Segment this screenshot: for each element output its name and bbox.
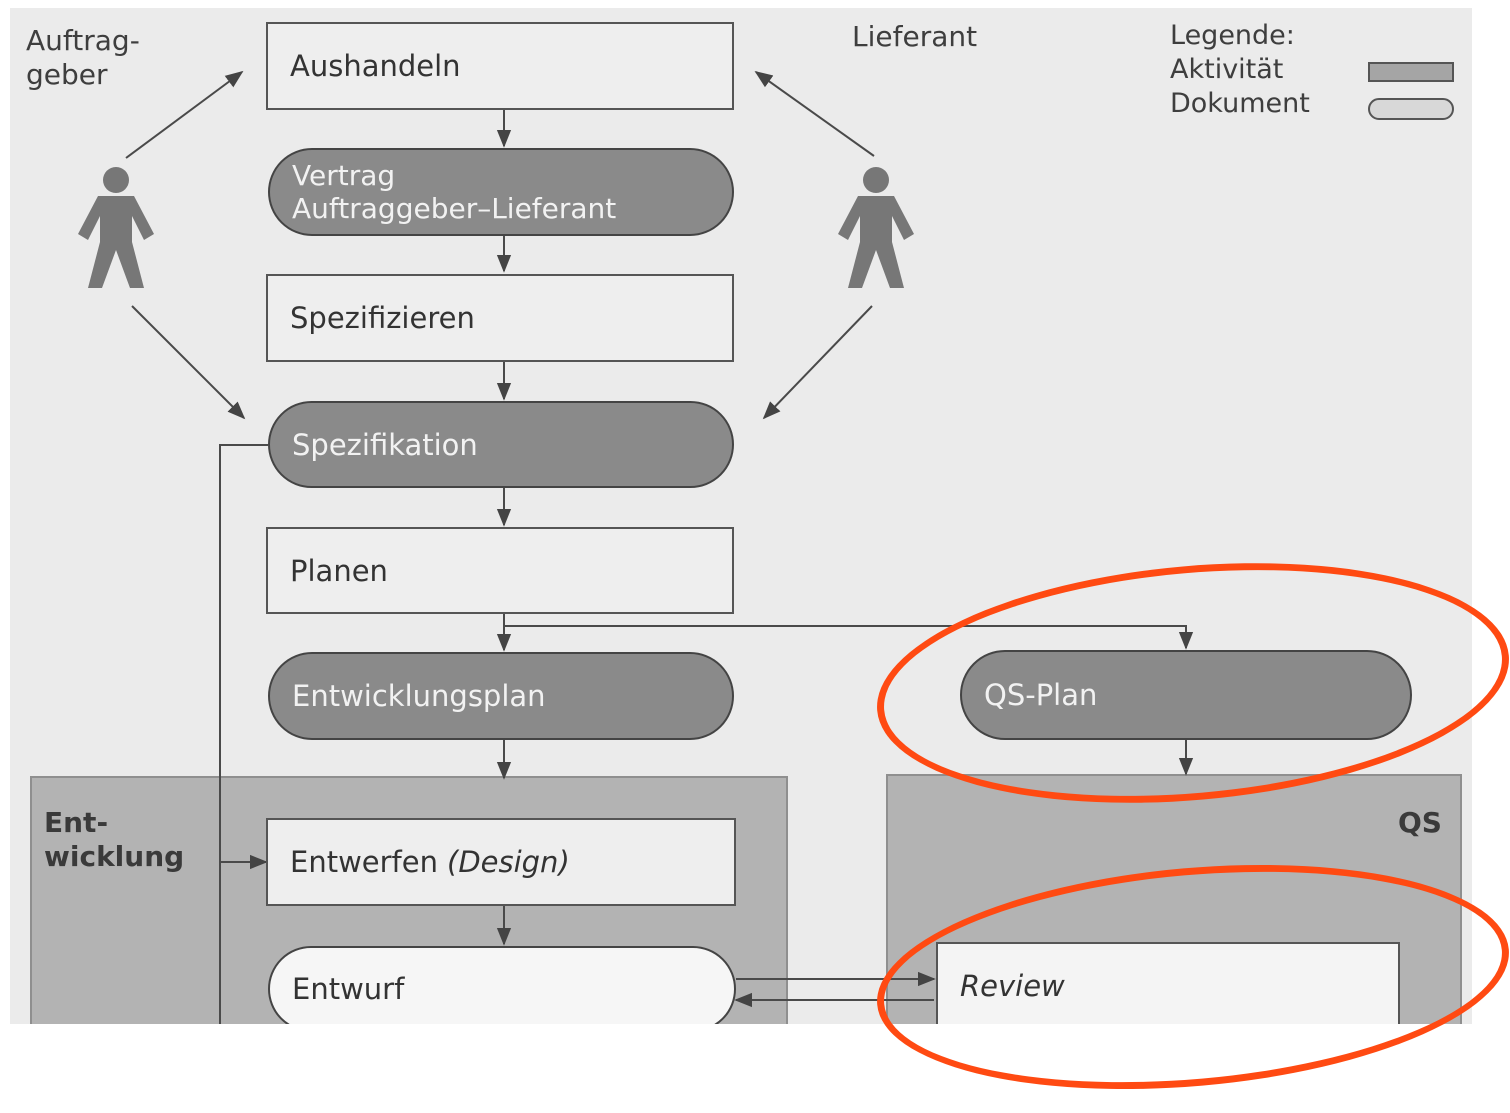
diagram-scan: Ent- wicklung QS — [10, 8, 1472, 1024]
person-icon-client — [78, 167, 154, 288]
activity-plan: Planen — [266, 527, 734, 614]
activity-design: Entwerfen (Design) — [266, 818, 736, 906]
legend-title: Legende: — [1170, 20, 1295, 51]
activity-review-label: Review — [960, 969, 1065, 1003]
document-contract-line1: Vertrag — [292, 158, 396, 192]
document-qs-plan-label: QS-Plan — [984, 678, 1098, 712]
document-contract: Vertrag Auftraggeber–Lieferant — [268, 148, 734, 236]
document-qs-plan: QS-Plan — [960, 650, 1412, 740]
document-contract-line2: Auftraggeber–Lieferant — [292, 192, 617, 225]
person-icon-supplier — [838, 167, 914, 288]
activity-review: Review — [936, 942, 1400, 1024]
document-specification: Spezifikation — [268, 401, 734, 488]
legend-document-label: Dokument — [1170, 88, 1310, 119]
activity-specify: Spezifizieren — [266, 274, 734, 362]
legend-activity-swatch — [1368, 62, 1454, 82]
region-qs-label: QS — [1398, 806, 1442, 839]
region-development-label: Ent- wicklung — [44, 806, 185, 873]
document-dev-plan: Entwicklungsplan — [268, 652, 734, 740]
connector-lines — [125, 70, 1194, 1024]
activity-design-suffix: (Design) — [447, 845, 570, 879]
supplier-label: Lieferant — [852, 20, 978, 53]
document-draft: Entwurf — [268, 946, 736, 1024]
legend-document-swatch — [1368, 98, 1454, 120]
legend-activity-label: Aktivität — [1170, 54, 1284, 85]
activity-negotiate: Aushandeln — [266, 22, 734, 110]
activity-design-label: Entwerfen — [290, 845, 438, 879]
client-label: Auftrag- geber — [26, 24, 140, 91]
